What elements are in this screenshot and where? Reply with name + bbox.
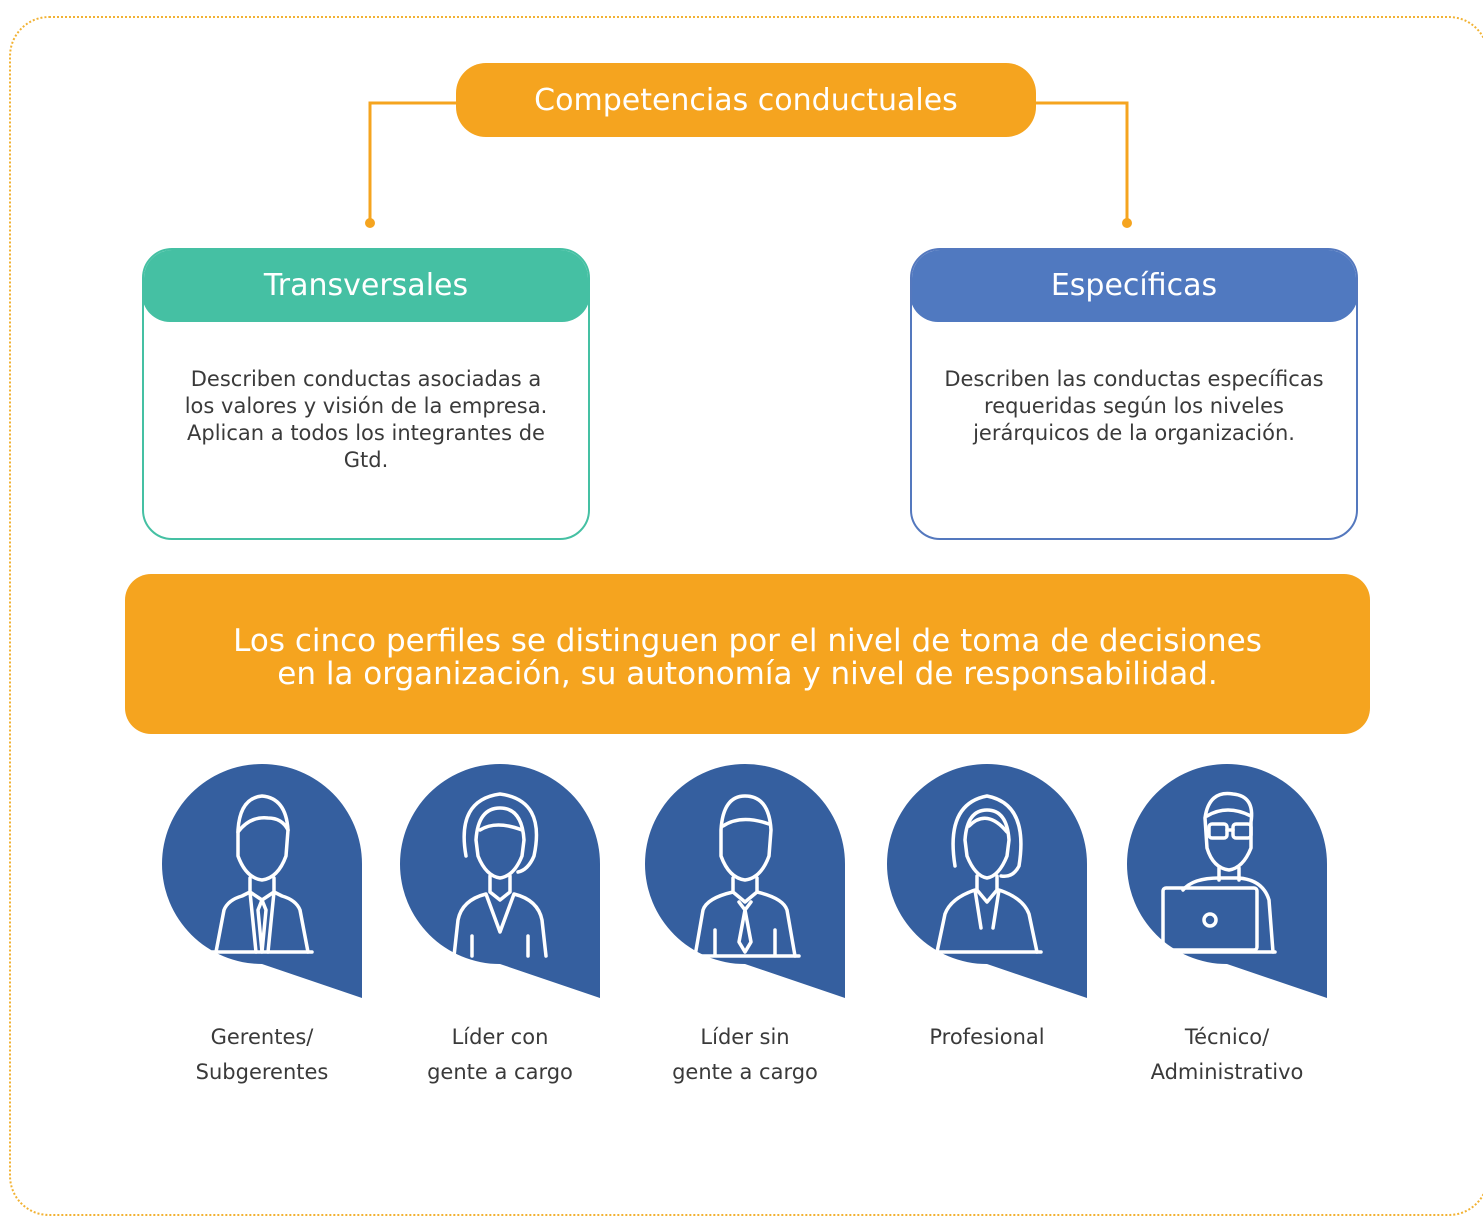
profile-lider-con-label: Líder con gente a cargo [395, 1020, 605, 1090]
banner-line-2: en la organización, su autonomía y nivel… [277, 656, 1218, 692]
male-leader-icon [645, 764, 845, 998]
card-transversales-title: Transversales [263, 267, 469, 303]
profile-lider-con-line2: gente a cargo [427, 1060, 573, 1084]
technician-icon [1127, 764, 1327, 998]
card-transversales-body: Describen conductas asociadas a los valo… [184, 367, 548, 472]
card-transversales: Transversales Describen conductas asocia… [142, 248, 590, 540]
card-especificas-body: Describen las conductas específicas requ… [944, 367, 1324, 445]
connector-right [1032, 101, 1129, 222]
connector-dot-right [1122, 218, 1132, 228]
connector-dot-left [365, 218, 375, 228]
professional-icon [887, 764, 1087, 998]
title-pill: Competencias conductuales [456, 63, 1036, 137]
profile-profesional: Profesional [882, 760, 1092, 1055]
card-transversales-header: Transversales [144, 250, 588, 322]
profile-tecnico: Técnico/ Administrativo [1122, 760, 1332, 1090]
card-especificas: Específicas Describen las conductas espe… [910, 248, 1358, 540]
profile-tecnico-label: Técnico/ Administrativo [1122, 1020, 1332, 1090]
profile-lider-con-line1: Líder con [451, 1025, 549, 1049]
profile-lider-con: Líder con gente a cargo [395, 760, 605, 1090]
female-leader-icon [400, 764, 600, 998]
profile-lider-sin-label: Líder sin gente a cargo [640, 1020, 850, 1090]
manager-icon [162, 764, 362, 998]
profile-lider-sin-line2: gente a cargo [672, 1060, 818, 1084]
profile-gerentes: Gerentes/ Subgerentes [157, 760, 367, 1090]
profile-gerentes-line1: Gerentes/ [210, 1025, 314, 1049]
connector-lines [365, 101, 1132, 228]
profile-profesional-line1: Profesional [929, 1025, 1045, 1049]
profile-tecnico-line1: Técnico/ [1184, 1025, 1270, 1049]
card-especificas-header: Específicas [912, 250, 1356, 322]
profile-tecnico-line2: Administrativo [1150, 1060, 1304, 1084]
banner-line-1: Los cinco perfiles se distinguen por el … [233, 623, 1262, 659]
card-especificas-title: Específicas [1050, 267, 1218, 303]
profile-lider-sin: Líder sin gente a cargo [640, 760, 850, 1090]
profile-lider-sin-line1: Líder sin [700, 1025, 790, 1049]
connector-left [368, 101, 460, 222]
title-text: Competencias conductuales [534, 82, 958, 118]
profile-gerentes-line2: Subgerentes [195, 1060, 329, 1084]
profiles-banner: Los cinco perfiles se distinguen por el … [125, 574, 1370, 734]
profile-gerentes-label: Gerentes/ Subgerentes [157, 1020, 367, 1090]
profile-profesional-label: Profesional [882, 1020, 1092, 1055]
